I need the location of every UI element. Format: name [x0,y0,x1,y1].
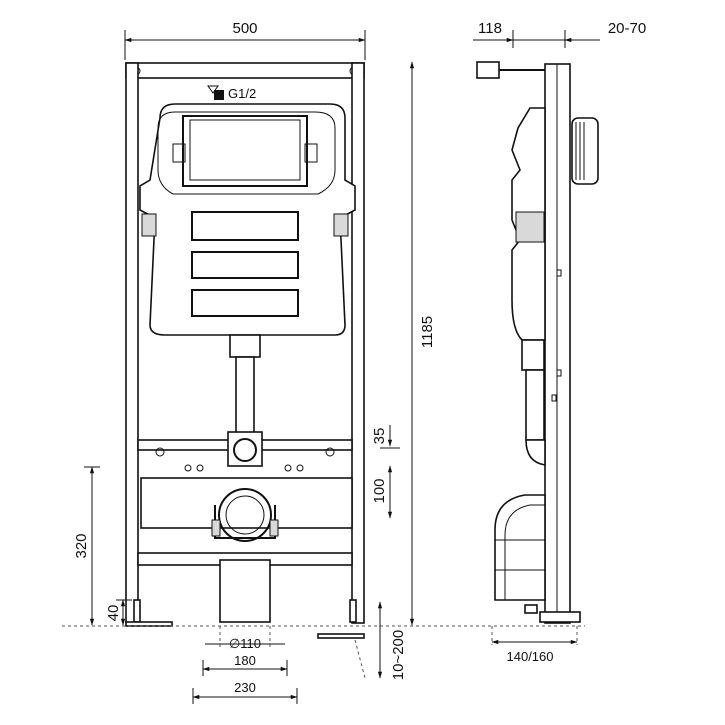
cistern-body [139,103,356,336]
flush-plate-ring [571,117,599,185]
outlet-ring [218,488,272,542]
dim-label-230: 230 [234,680,256,695]
lower-bracket [140,477,353,529]
dim-label-118: 118 [478,20,502,37]
dim-label-20-70: 20-70 [608,20,646,37]
side-bend [494,494,546,601]
dim-label-1185: 1185 [419,316,436,348]
dim-label-35: 35 [371,428,388,445]
water-inlet-icon [214,90,224,100]
dim-label-10-200: 10~200 [390,630,407,680]
flush-pipe [235,356,255,438]
top-rail [125,62,365,79]
dim-label-320: 320 [73,533,90,558]
dim-label-140-160: 140/160 [507,649,554,664]
side-flush-pipe [525,369,545,441]
dim-label-40: 40 [105,605,122,622]
right-upright [351,62,365,624]
waste-pipe [219,559,271,623]
inlet-label: G1/2 [228,86,256,101]
left-upright [125,62,139,624]
dim-label-110: ∅110 [229,636,261,651]
dim-label-500: 500 [232,20,257,37]
dim-label-180: 180 [234,653,256,668]
front-view: 500 G1/2 [62,20,585,704]
side-inlet-tap [476,61,500,79]
dim-label-100: 100 [371,478,388,503]
side-view: 118 20-70 140/160 [473,20,646,664]
flush-opening [182,115,308,187]
